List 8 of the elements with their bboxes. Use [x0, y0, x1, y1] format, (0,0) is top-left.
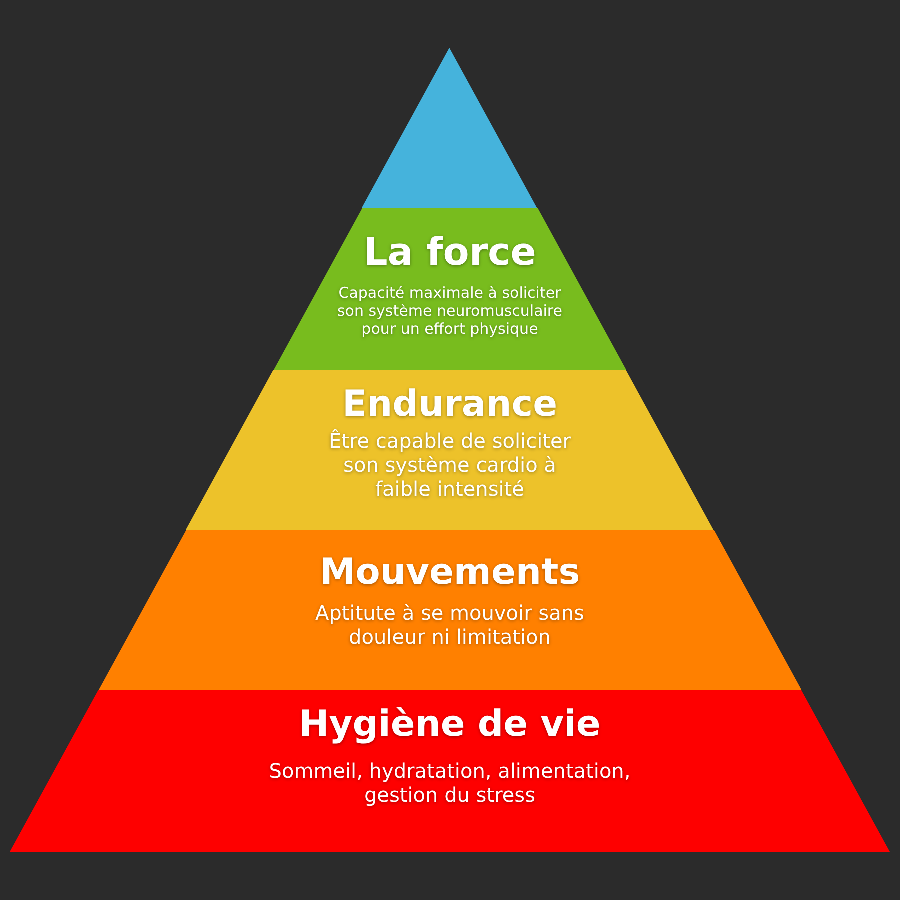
tier-heading: Mouvements [320, 552, 580, 593]
tier-description: Capacité maximale à soliciter son système neuromusculaire pour un effort physique [336, 284, 564, 338]
tier-description: Être capable de soliciter son système cardio à faible intensité [328, 429, 572, 501]
tier-heading: Endurance [342, 384, 558, 425]
tier-heading: La force [364, 230, 536, 274]
tier-description: Aptitute à se mouvoir sans douleur ni limitation [314, 601, 586, 649]
tier-description: Sommeil, hydratation, alimentation, gestion du stress [268, 759, 632, 807]
tier-heading: Hygiène de vie [299, 704, 601, 745]
